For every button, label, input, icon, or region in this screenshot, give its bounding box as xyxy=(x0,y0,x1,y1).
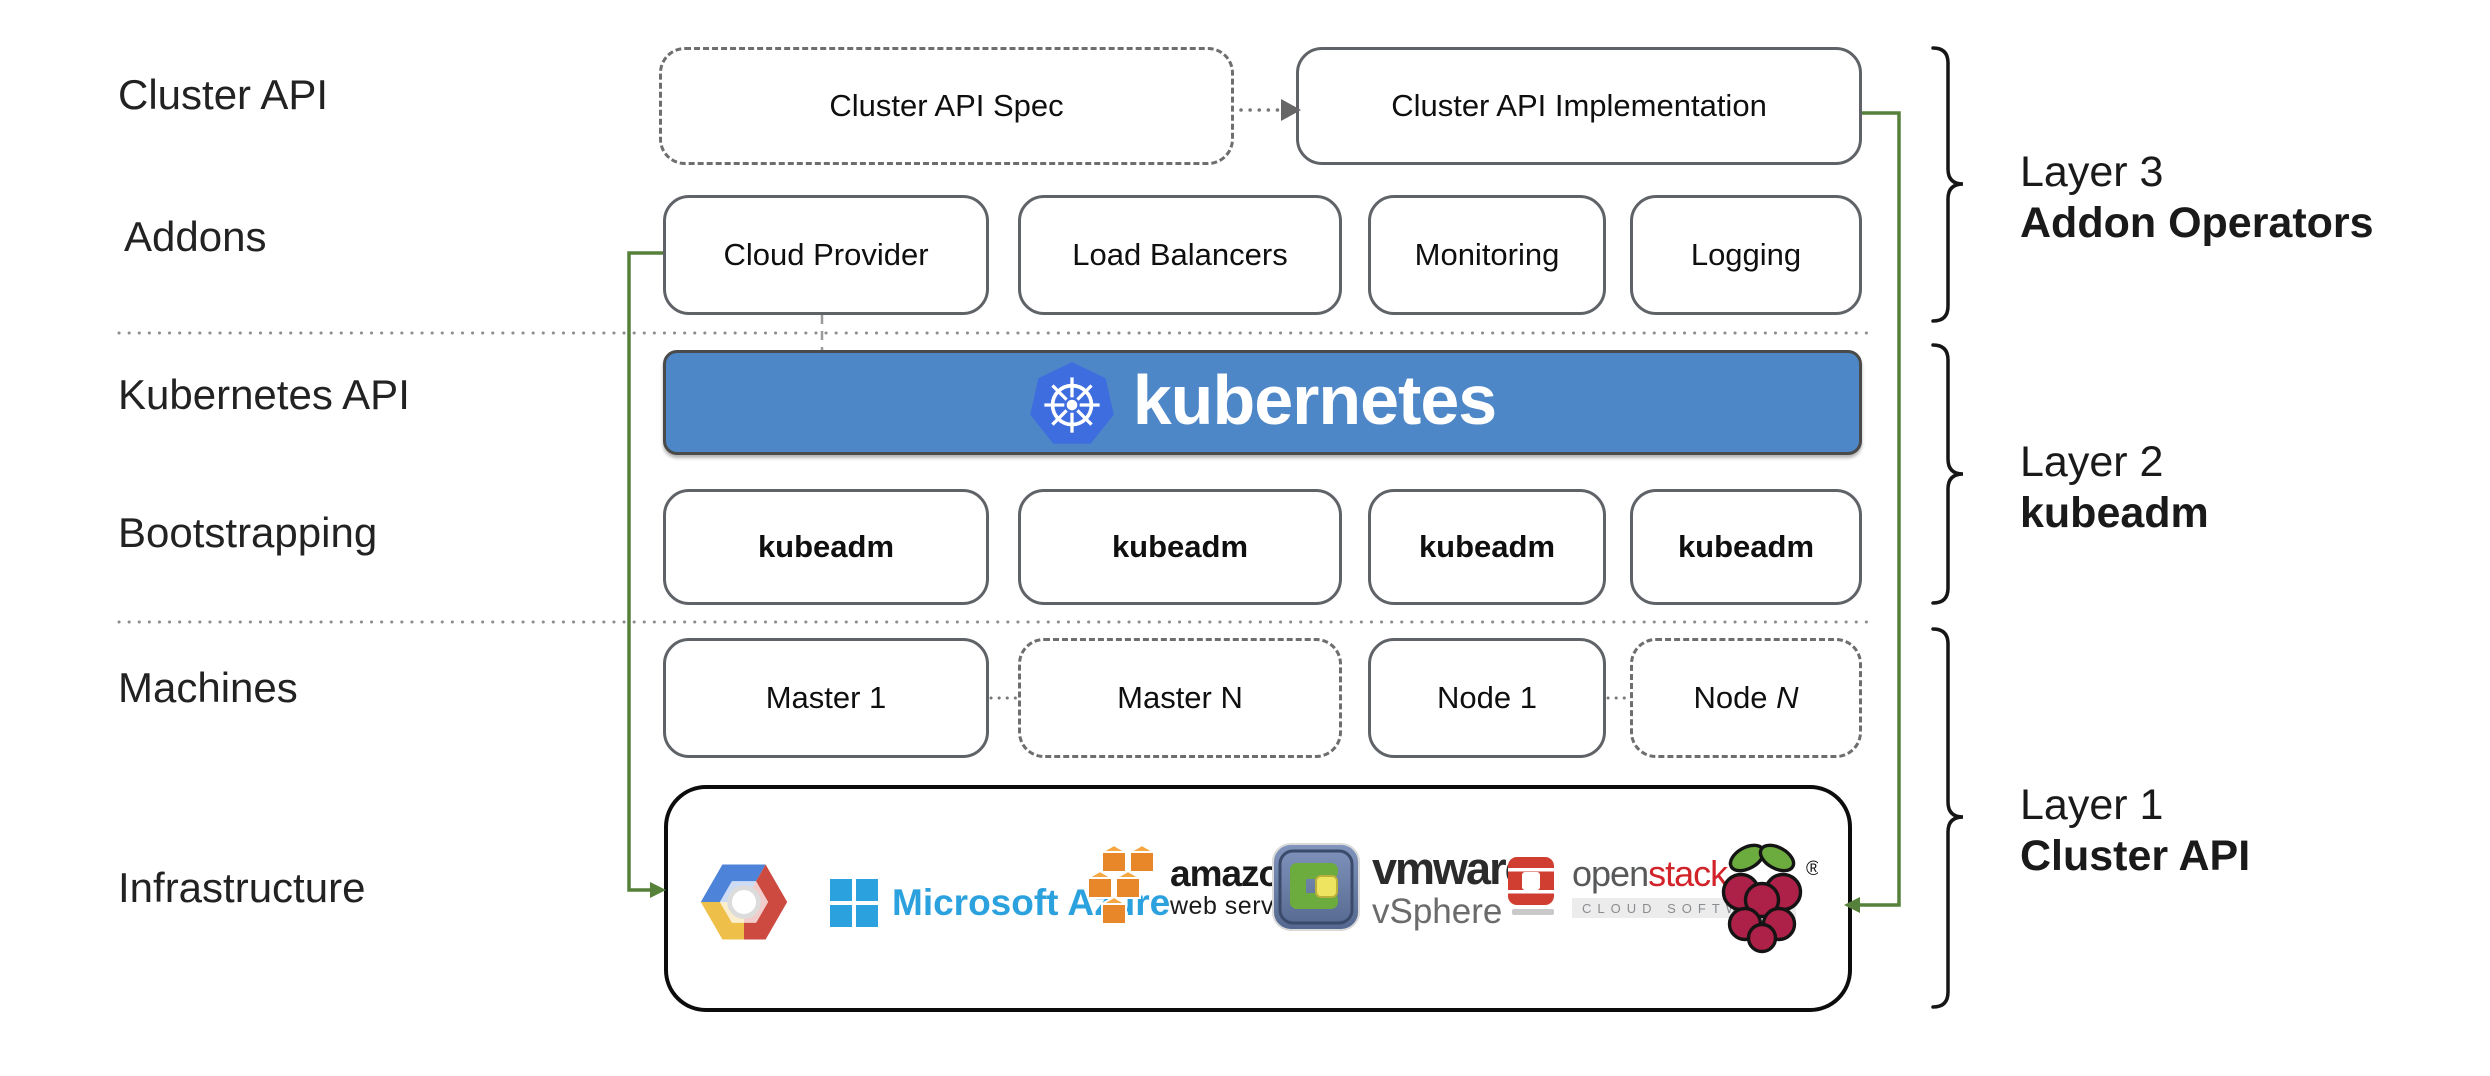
machine-label-text: Master N xyxy=(1117,680,1243,715)
aws-cubes-icon xyxy=(1088,843,1156,925)
layer-title: Layer 2 xyxy=(2020,438,2164,486)
layer-brace-1 xyxy=(1931,627,1964,1009)
cluster-api-spec-box: Cluster API Spec xyxy=(659,47,1234,165)
row-label-kubernetes-api: Kubernetes API xyxy=(118,371,410,418)
vsphere-icon xyxy=(1272,843,1360,931)
raspberry-reg-mark: ® xyxy=(1806,858,1818,880)
google-cloud-hexagon-icon xyxy=(700,864,788,940)
machine-box-node-1: Node 1 xyxy=(1368,638,1606,758)
kubernetes-wordmark: kubernetes xyxy=(1132,360,1497,439)
machine-box-master-1: Master 1 xyxy=(663,638,989,758)
layer-braces xyxy=(1931,46,1964,1009)
raspberry-pi-icon: ® xyxy=(1721,843,1818,954)
kubeadm-box-4: kubeadm xyxy=(1630,489,1862,605)
windows-flag-icon xyxy=(830,879,878,927)
addons-box-monitoring: Monitoring xyxy=(1368,195,1606,315)
addons-box-cloud-provider: Cloud Provider xyxy=(663,195,989,315)
green-connector-right xyxy=(1860,111,1901,907)
row-label-machines: Machines xyxy=(118,664,298,711)
machine-box-label: Master N xyxy=(1117,680,1243,716)
machine-label-text: Master 1 xyxy=(765,680,887,715)
google-cloud-logo xyxy=(696,853,792,951)
addons-box-load-balancers: Load Balancers xyxy=(1018,195,1342,315)
green-connector-left xyxy=(627,251,663,892)
row-label-infrastructure: Infrastructure xyxy=(118,864,366,911)
row-label-bootstrapping: Bootstrapping xyxy=(118,509,378,556)
machine-label-text: Node xyxy=(1693,680,1777,715)
infrastructure-box: Microsoft Azure xyxy=(664,785,1852,1012)
layer-title: Layer 3 xyxy=(2020,148,2164,196)
machine-box-label: Master 1 xyxy=(766,680,887,716)
layer-brace-3 xyxy=(1931,46,1964,323)
machine-box-master-n: Master N xyxy=(1018,638,1342,758)
cluster-api-implementation-box: Cluster API Implementation xyxy=(1296,47,1862,165)
openstack-icon xyxy=(1508,857,1554,915)
machine-box-node-n: Node N xyxy=(1630,638,1862,758)
machine-box-label: Node N xyxy=(1693,680,1798,716)
row-label-addons: Addons xyxy=(124,213,267,260)
machine-label-italic-n: N xyxy=(1776,680,1799,715)
machine-box-label: Node 1 xyxy=(1437,680,1537,716)
layer-title: Layer 1 xyxy=(2020,781,2164,829)
layer-subtitle: kubeadm xyxy=(2020,489,2209,537)
layer-subtitle: Cluster API xyxy=(2020,832,2251,880)
layer-subtitle: Addon Operators xyxy=(2020,199,2374,247)
kubeadm-box-2: kubeadm xyxy=(1018,489,1342,605)
kubernetes-logo-icon xyxy=(1029,361,1114,444)
machine-label-text: Node 1 xyxy=(1437,680,1537,715)
raspberry-pi-logo: ® xyxy=(1710,837,1818,961)
vmware-wordmark: vmware® vSphere xyxy=(1372,842,1539,931)
addons-box-logging: Logging xyxy=(1630,195,1862,315)
layer-brace-2 xyxy=(1931,343,1964,605)
row-label-cluster-api: Cluster API xyxy=(118,71,329,118)
kubeadm-box-1: kubeadm xyxy=(663,489,989,605)
vmware-vsphere-logo: vmware® vSphere xyxy=(1272,843,1539,931)
kubeadm-box-3: kubeadm xyxy=(1368,489,1606,605)
kubernetes-banner: kubernetes xyxy=(663,350,1862,455)
